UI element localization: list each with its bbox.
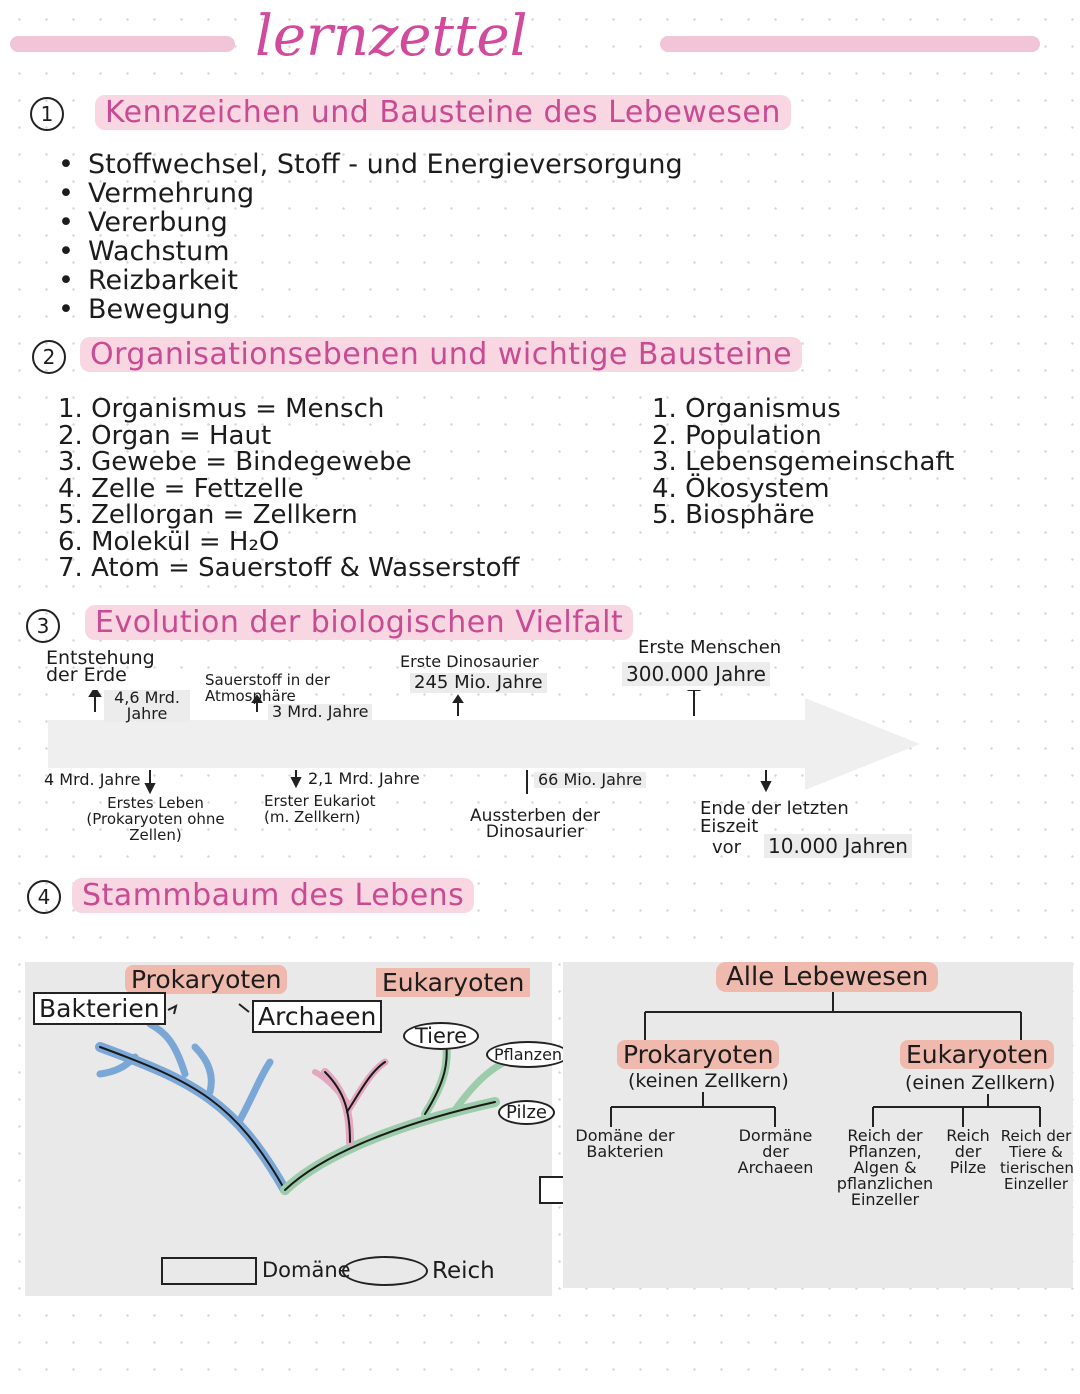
section-number-3: 3 xyxy=(26,609,60,643)
event-erstes-leben-label: Erstes Leben (Prokaryoten ohne Zellen) xyxy=(86,794,225,844)
event-dinosaurier-value: 245 Mio. Jahre xyxy=(410,673,547,693)
hierarchy-root: Alle Lebewesen xyxy=(716,962,939,992)
list-item: 7. Atom = Sauerstoff & Wasserstoff xyxy=(58,553,520,583)
list-item: 4. Zelle = Fettzelle xyxy=(58,473,304,504)
section-number-4: 4 xyxy=(27,880,61,914)
list-item: Stoffwechsel, Stoff - und Energieversorg… xyxy=(58,150,683,179)
hierarchy-panel xyxy=(563,962,1073,1288)
event-entstehung-erde: Entstehung der Erde xyxy=(46,647,186,686)
list-item: 2. Organ = Haut xyxy=(58,420,272,451)
event-aussterben-value: 66 Mio. Jahre xyxy=(534,772,647,788)
timeline-arrow xyxy=(48,690,920,795)
tree-label-eukaryoten: Eukaryoten xyxy=(376,968,531,997)
event-eiszeit-prefix: vor xyxy=(712,837,742,858)
section-1-heading: Kennzeichen und Bausteine des Lebewesen xyxy=(95,95,791,130)
event-aussterben-label: Aussterben der Dinosaurier xyxy=(470,806,600,842)
list-item: Reizbarkeit xyxy=(58,266,683,295)
legend-reich-label: Reich xyxy=(432,1258,495,1284)
list-item: 1. Organismus = Mensch xyxy=(58,394,385,424)
hierarchy-reich-tiere: Reich der Tiere & tierischen Einzeller xyxy=(1000,1127,1074,1193)
title-bar-left xyxy=(10,36,235,52)
list-item: 5. Zellorgan = Zellkern xyxy=(58,500,358,530)
list-item: 1. Organismus xyxy=(652,394,841,424)
event-label: Entstehung der Erde xyxy=(46,647,155,686)
kennzeichen-list: Stoffwechsel, Stoff - und Energieversorg… xyxy=(58,150,683,324)
title-bar-right xyxy=(660,36,1040,52)
event-eiszeit-label: Ende der letzten Eiszeit xyxy=(700,798,849,837)
event-erstes-leben-value: 4 Mrd. Jahre xyxy=(44,770,141,789)
section-3-heading: Evolution der biologischen Vielfalt xyxy=(85,605,634,640)
list-item: 2. Population xyxy=(652,420,822,451)
event-eiszeit-value: 10.000 Jahren xyxy=(764,834,912,858)
tree-reich-pilze: Pilze xyxy=(498,1100,555,1125)
list-item: 3. Lebensgemeinschaft xyxy=(652,447,955,477)
section-number-2: 2 xyxy=(32,340,66,374)
tree-reich-tiere: Tiere xyxy=(403,1022,480,1050)
list-item: Bewegung xyxy=(58,295,683,324)
legend-reich-oval xyxy=(342,1256,428,1286)
hierarchy-lines xyxy=(610,990,1041,1127)
list-item: Vermehrung xyxy=(58,179,683,208)
list-item: 6. Molekül = H₂O xyxy=(58,526,280,557)
list-item: 4. Ökosystem xyxy=(652,473,830,504)
hierarchy-reich-pilze: Reich der Pilze xyxy=(946,1126,990,1177)
hierarchy-reich-pflanzen: Reich der Pflanzen, Algen & pflanzlichen… xyxy=(836,1126,934,1209)
organisation-left-list: 1. Organismus = Mensch 2. Organ = Haut 3… xyxy=(58,396,519,582)
list-item: 5. Biosphäre xyxy=(652,500,815,530)
event-sauerstoff-value: 3 Mrd. Jahre xyxy=(268,704,373,720)
organisation-right-list: 1. Organismus 2. Population 3. Lebensgem… xyxy=(652,396,954,529)
tree-reich-pflanzen: Pflanzen xyxy=(486,1041,571,1068)
event-menschen-label: Erste Menschen xyxy=(638,637,782,658)
event-entstehung-erde-value: 4,6 Mrd. Jahre xyxy=(104,690,190,722)
event-menschen-value: 300.000 Jahre xyxy=(622,662,770,686)
event-dinosaurier-label: Erste Dinosaurier xyxy=(400,652,539,671)
event-eukariot-value: 2,1 Mrd. Jahre xyxy=(308,769,420,788)
list-item: Wachstum xyxy=(58,237,683,266)
list-item: Vererbung xyxy=(58,208,683,237)
event-eukariot-label: Erster Eukariot (m. Zellkern) xyxy=(264,792,376,826)
hierarchy-domain-bakterien: Domäne der Bakterien xyxy=(575,1126,675,1161)
section-2-heading: Organisationsebenen und wichtige Baustei… xyxy=(80,337,803,372)
legend-domain-box xyxy=(161,1257,257,1285)
hierarchy-eukaryoten-sub: (einen Zellkern) xyxy=(905,1072,1056,1094)
hierarchy-prokaryoten-sub: (keinen Zellkern) xyxy=(628,1070,789,1092)
hierarchy-prokaryoten: Prokaryoten xyxy=(617,1040,780,1069)
tree-domain-archaeen: Archaeen xyxy=(252,1000,383,1033)
section-4-heading: Stammbaum des Lebens xyxy=(72,878,475,913)
tree-domain-bakterien: Bakterien xyxy=(33,992,166,1025)
list-item: 3. Gewebe = Bindegewebe xyxy=(58,447,412,477)
page-title: lernzettel xyxy=(255,4,528,69)
hierarchy-eukaryoten: Eukaryoten xyxy=(900,1040,1055,1069)
event-sauerstoff-label: Sauerstoff in der Atmosphäre xyxy=(205,671,330,705)
hierarchy-domain-archaeen: Dormäne der Archaeen xyxy=(737,1126,814,1177)
section-number-1: 1 xyxy=(30,97,64,131)
legend-domain-label: Domäne xyxy=(262,1258,351,1282)
tree-label-prokaryoten: Prokaryoten xyxy=(125,965,288,994)
